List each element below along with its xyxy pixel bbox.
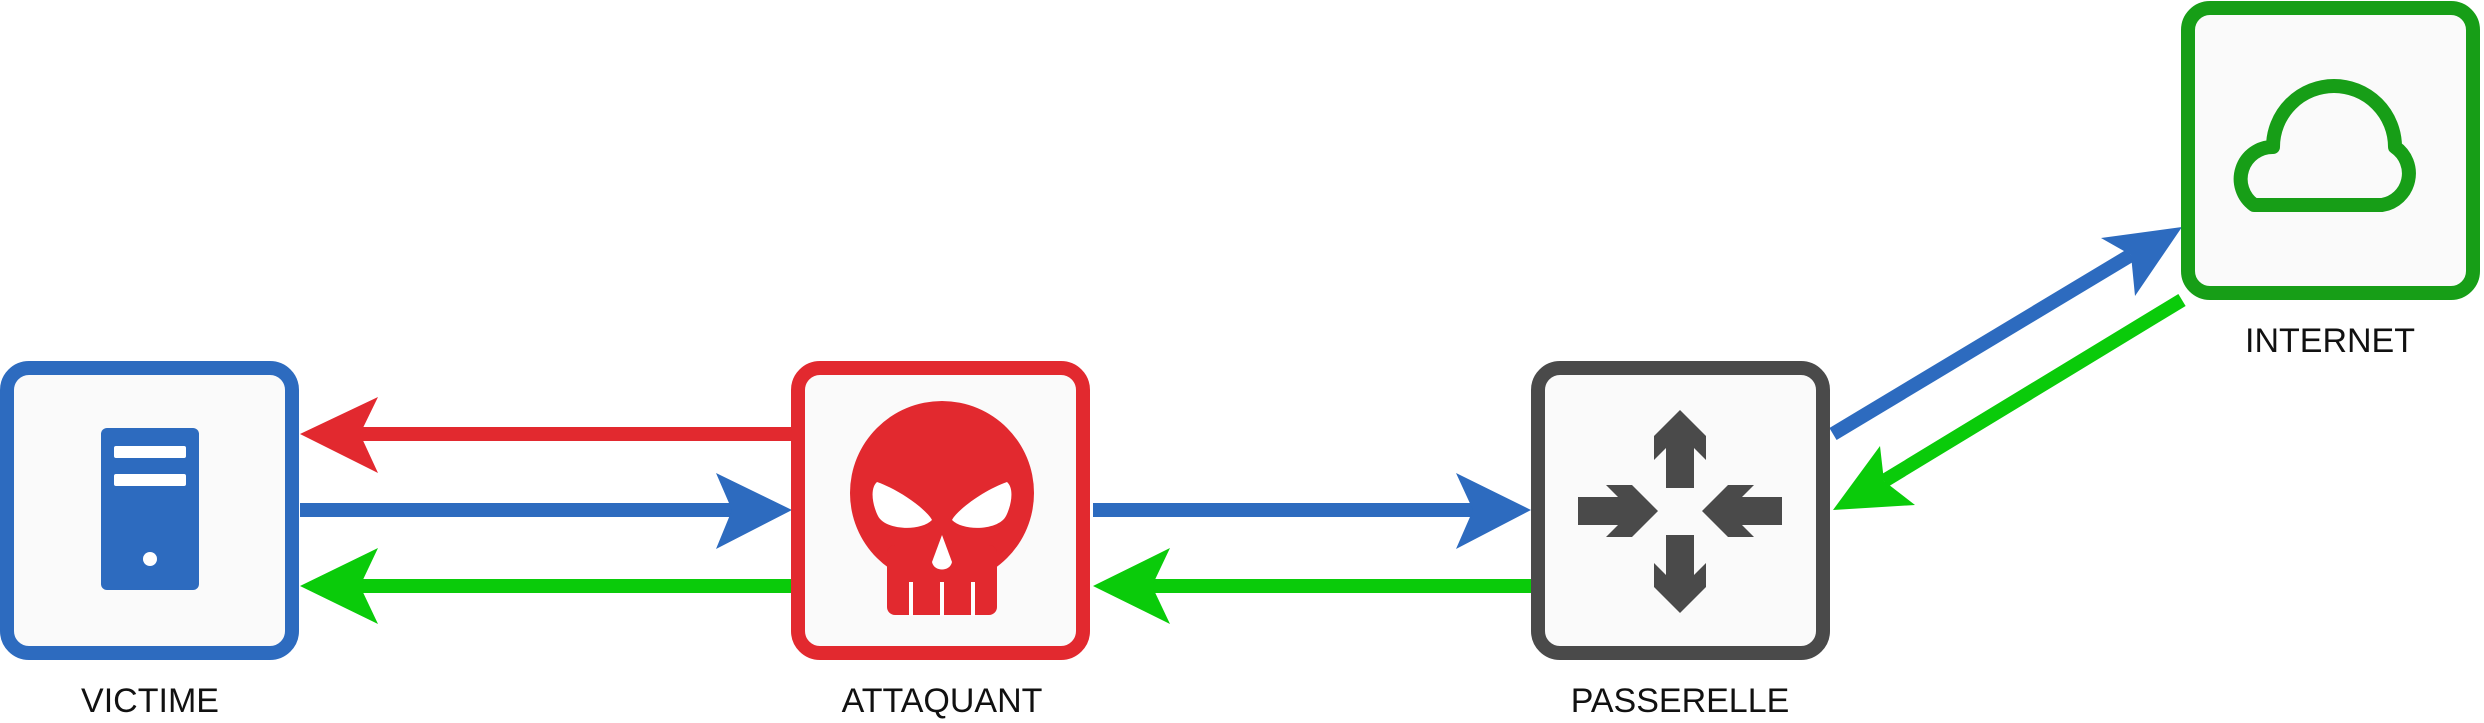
arrow-attaquant-to-victime-red	[300, 397, 792, 473]
router-icon	[1578, 410, 1782, 613]
node-passerelle	[1531, 361, 1830, 660]
arrow-passerelle-to-internet-blue	[1829, 227, 2182, 441]
arrow-passerelle-to-attaquant-green	[1093, 548, 1531, 624]
arrow-victime-to-attaquant-blue	[300, 473, 792, 549]
skull-icon	[850, 401, 1034, 616]
node-attaquant	[791, 361, 1090, 660]
label-passerelle: PASSERELLE	[1571, 682, 1790, 720]
label-victime: VICTIME	[81, 682, 219, 720]
arrow-internet-to-passerelle-green	[1833, 294, 2186, 510]
label-attaquant: ATTAQUANT	[842, 682, 1043, 720]
label-internet: INTERNET	[2245, 322, 2415, 360]
node-internet	[2181, 1, 2480, 300]
server-icon	[101, 428, 199, 590]
node-victime	[0, 361, 299, 660]
arrow-attaquant-to-victime-green	[300, 548, 792, 624]
arrow-attaquant-to-passerelle-blue	[1093, 473, 1531, 549]
cloud-icon	[2233, 79, 2416, 212]
